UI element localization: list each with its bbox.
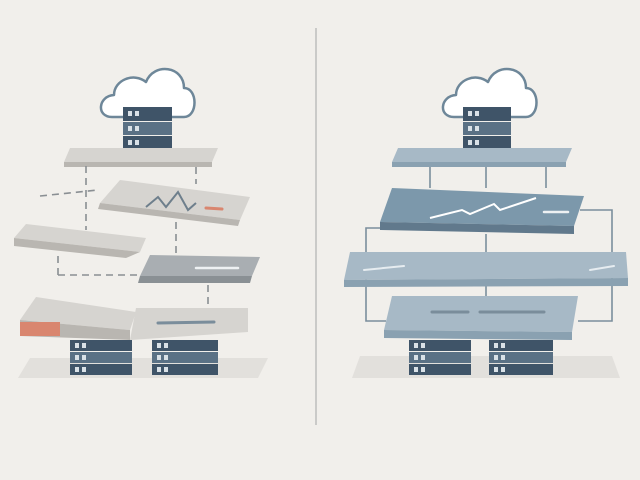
left-chart-panel [98,180,250,226]
server-slot [164,343,168,348]
left-middle-slab [138,255,260,283]
right-top-panel [392,148,572,167]
server-slot [501,343,505,348]
server-unit [489,340,553,351]
server-slot [82,343,86,348]
server-unit [70,340,132,351]
server-slot [164,355,168,360]
server-unit [70,364,132,375]
left-loose-slab [14,224,146,258]
accent-block [20,322,60,336]
right-organized-stack [344,67,628,378]
server-slot [82,355,86,360]
server-rack-icon [463,107,511,150]
left-bottom-servers [70,340,218,375]
right-chart-panel [380,188,584,234]
server-slot [157,355,161,360]
left-disorganized-stack [14,67,268,378]
left-dashed-connectors [39,166,209,310]
cloud-icon [99,67,196,119]
server-unit [152,340,218,351]
server-slot [414,355,418,360]
server-slot [82,367,86,372]
server-slot [501,367,505,372]
server-slot [157,343,161,348]
server-unit [409,352,471,363]
right-bottom-servers [409,340,553,375]
server-slot [421,343,425,348]
left-lower-slab [20,297,248,340]
server-unit [70,352,132,363]
server-slot [164,367,168,372]
server-slot [501,355,505,360]
right-ground-shadow [352,356,620,378]
server-unit [152,364,218,375]
server-slot [414,343,418,348]
server-slot [75,367,79,372]
server-slot [494,355,498,360]
server-slot [494,367,498,372]
server-slot [421,367,425,372]
server-unit [489,352,553,363]
left-ground-shadow [18,358,268,378]
server-slot [494,343,498,348]
server-slot [75,343,79,348]
right-wide-slab [344,252,628,287]
cloud-icon [441,67,538,119]
server-slot [414,367,418,372]
left-top-panel [64,148,218,167]
server-unit [152,352,218,363]
trend-line-icon [429,197,537,219]
server-slot [421,355,425,360]
server-unit [409,340,471,351]
server-slot [75,355,79,360]
server-slot [157,367,161,372]
right-lower-slab [384,296,578,340]
server-unit [489,364,553,375]
server-unit [409,364,471,375]
trend-line-icon [145,190,197,212]
server-rack-icon [123,107,172,150]
